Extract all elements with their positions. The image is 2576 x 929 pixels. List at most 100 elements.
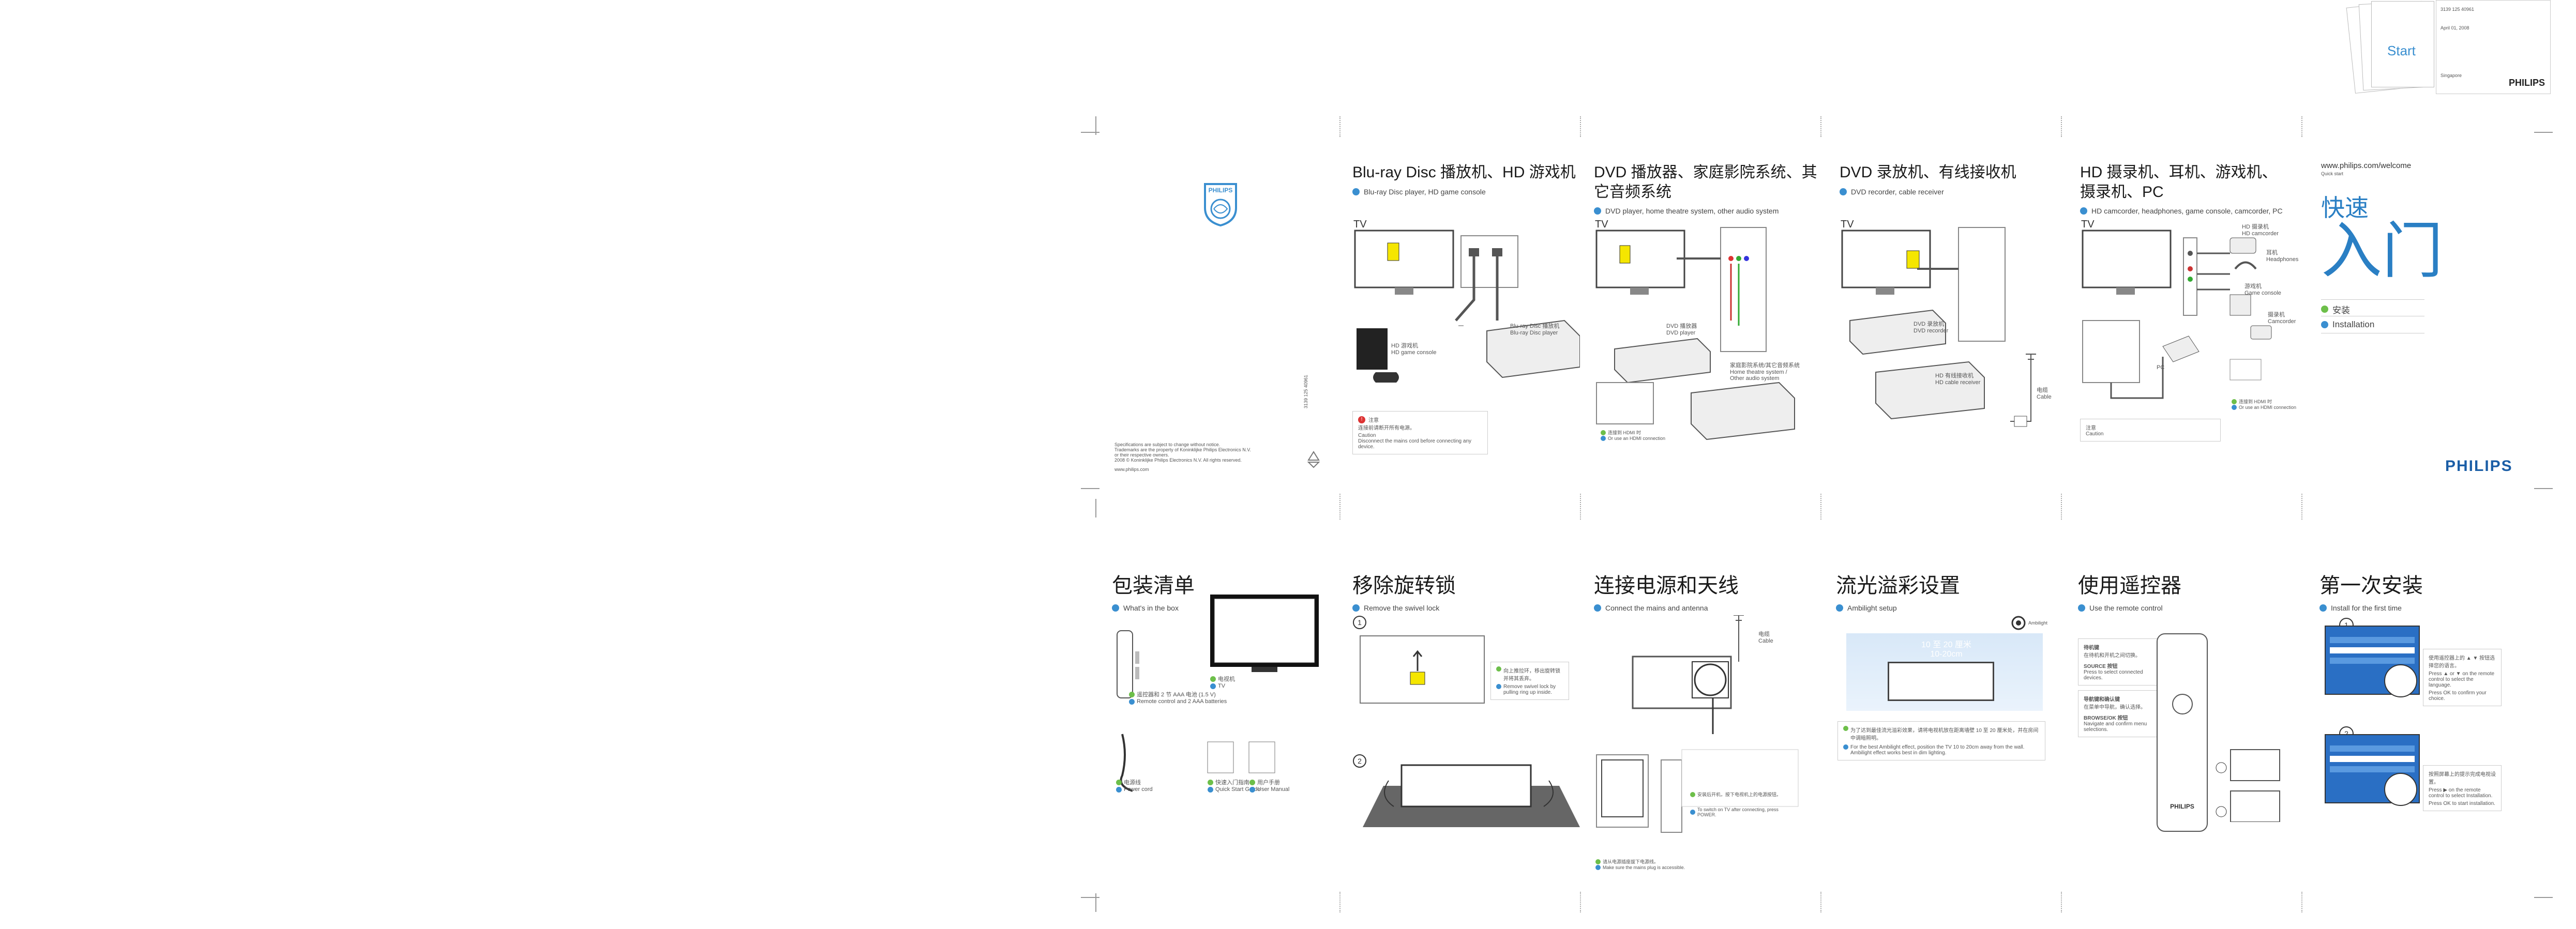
label-cable-receiver: HD 有线接收机 HD cable receiver <box>1935 373 1981 386</box>
install-screen-1 <box>2325 626 2420 695</box>
panel-remote: 使用遥控器 Use the remote control <box>2078 569 2306 612</box>
bullet-icon <box>1112 604 1119 612</box>
distance-label: 10 至 20 厘米 10-20cm <box>1921 641 1971 659</box>
fold-mark <box>1820 494 1821 520</box>
tv-outline <box>1888 662 1994 701</box>
menu-item-install-zh: 安装 <box>2321 299 2424 316</box>
panel-first-install: 第一次安装 Install for the first time <box>2319 569 2547 612</box>
label-home-theatre: 家庭影院系统/其它音频系统 Home theatre system / Othe… <box>1730 362 1800 382</box>
bullet-icon <box>1129 691 1135 697</box>
label-hd-game: HD 游戏机 HD game console <box>1391 343 1437 356</box>
item-remote: 遥控器和 2 节 AAA 电池 (1.5 V) Remote control a… <box>1129 690 1227 705</box>
front-cover: www.philips.com/welcome Quick start 快速 入… <box>2321 161 2443 333</box>
bullet-icon <box>2321 306 2328 313</box>
label-game-console: 游戏机 Game console <box>2244 283 2281 296</box>
diagram-camcorder: TV <box>2080 217 2308 442</box>
crop-mark <box>1095 893 1096 912</box>
bullet-icon <box>1352 188 1360 195</box>
quick-title-1: 快速 <box>2321 194 2369 221</box>
bullet-icon <box>2078 604 2085 612</box>
diagram-mains <box>1594 615 1821 850</box>
fold-mark <box>1339 494 1340 520</box>
spec-text: 3139 125 40961 <box>2441 7 2475 12</box>
bullet-icon <box>1116 779 1122 785</box>
crop-mark <box>2534 897 2553 898</box>
fold-mark <box>1339 892 1340 912</box>
caution-box: 注意 Caution <box>2080 419 2221 441</box>
brand-logo-text: PHILIPS <box>2445 458 2513 475</box>
nav-wheel-icon <box>2384 664 2417 697</box>
brand-logo-text: PHILIPS <box>2508 78 2545 88</box>
bullet-icon <box>2232 405 2237 410</box>
fold-mark <box>1580 116 1581 137</box>
booklet-thumbnail: Start <box>2346 0 2434 94</box>
install-step2-note: 按照屏幕上的提示完成电视设置。 Press ▶ on the remote co… <box>2423 765 2502 811</box>
bullet-icon <box>1210 683 1216 689</box>
item-power-cord: 电源线 Power cord <box>1116 778 1153 793</box>
panel-bluray: Blu-ray Disc 播放机、HD 游戏机 Blu-ray Disc pla… <box>1352 163 1580 196</box>
ambilight-logo: Ambilight <box>2011 615 2047 631</box>
bullet-icon <box>1249 779 1255 785</box>
panel-subtitle: What's in the box <box>1112 604 1339 612</box>
bullet-icon <box>1840 188 1847 195</box>
bullet-icon <box>2080 207 2087 215</box>
mains-note: 安装后开机，按下电视机上的电源按钮。 To switch on TV after… <box>1690 791 1794 817</box>
diagram-box-contents <box>1112 595 1339 830</box>
url-line2: Quick start <box>2321 171 2344 176</box>
swivel-note: 向上推拉环，移出旋转锁并将其丢弃。 Remove swivel lock by … <box>1490 662 1569 700</box>
bullet-icon <box>2319 604 2327 612</box>
panel-subtitle: Use the remote control <box>2078 604 2306 612</box>
start-label: Start <box>2387 43 2416 58</box>
panel-title: 使用遥控器 <box>2078 574 2181 597</box>
diagram-dvd-recorder: TV <box>1840 217 2067 458</box>
fold-mark <box>2301 494 2302 520</box>
philips-shield-logo: PHILIPS <box>1202 182 1239 229</box>
remote-brand: PHILIPS <box>2170 803 2194 810</box>
bullet-icon <box>1352 604 1360 612</box>
label-bluray: Blu-ray Disc 播放机 Blu-ray Disc player <box>1510 323 1560 336</box>
bullet-icon <box>1690 810 1695 815</box>
bullet-icon <box>1496 684 1501 689</box>
nav-wheel-icon <box>2172 694 2193 714</box>
tv-label: TV <box>1353 219 1367 230</box>
panel-title: 流光溢彩设置 <box>1836 574 1960 597</box>
crop-mark <box>1081 897 1099 898</box>
step-number: 2 <box>1358 757 1362 765</box>
panel-subtitle: Ambilight setup <box>1836 604 2063 612</box>
bullet-icon <box>1208 786 1213 793</box>
bullet-icon <box>1601 430 1606 435</box>
label-pc: PC <box>2157 364 2165 371</box>
fold-mark <box>2061 892 2062 912</box>
diagram-bluray: TV <box>1352 217 1580 452</box>
panel-subtitle: Install for the first time <box>2319 604 2547 612</box>
ambilight-icon <box>2011 616 2026 630</box>
panel-title: 第一次安装 <box>2319 574 2423 597</box>
label-dvd-recorder: DVD 录放机 DVD recorder <box>1914 321 1949 334</box>
diagram-dvd-player: TV <box>1594 217 1827 458</box>
bullet-icon <box>2321 321 2328 328</box>
bullet-icon <box>1496 666 1501 672</box>
crop-mark <box>1095 116 1096 135</box>
label-antenna: 电缆 Cable <box>1758 631 1773 644</box>
panel-dvd-recorder: DVD 录放机、有线接收机 DVD recorder, cable receiv… <box>1840 163 2067 196</box>
panel-subtitle: Connect the mains and antenna <box>1594 604 1821 612</box>
spec-box: 3139 125 40961 April 01, 2008 Singapore … <box>2436 0 2551 94</box>
panel-camcorder: HD 摄录机、耳机、游戏机、 摄录机、PC HD camcorder, head… <box>2080 163 2308 215</box>
bullet-icon <box>1210 676 1216 682</box>
panel-in-the-box: 包装清单 What's in the box <box>1112 569 1339 612</box>
panel-subtitle: Remove the swivel lock <box>1352 604 1580 612</box>
panel-subtitle: HD camcorder, headphones, game console, … <box>2080 207 2308 215</box>
panel-ambilight: 流光溢彩设置 Ambilight setup <box>1836 569 2063 612</box>
bullet-icon <box>2232 399 2237 404</box>
fold-mark <box>1820 116 1821 137</box>
remote-key-standby: 待机键 在待机和开机之间切换。 SOURCE 按钮 Press to selec… <box>2078 638 2162 686</box>
item-qsg: 快速入门指南 Quick Start Guide <box>1208 778 1260 793</box>
bullet-icon <box>1249 786 1255 793</box>
ambilight-glow: 10 至 20 厘米 10-20cm <box>1846 633 2043 711</box>
label-dvd-player: DVD 播放器 DVD player <box>1666 323 1697 336</box>
step-number: 1 <box>1358 618 1362 627</box>
fold-mark <box>1580 494 1581 520</box>
bullet-icon <box>1208 779 1213 785</box>
code-vertical: 3139 125 40961 <box>1303 374 1308 408</box>
panel-subtitle: DVD recorder, cable receiver <box>1840 188 2067 196</box>
